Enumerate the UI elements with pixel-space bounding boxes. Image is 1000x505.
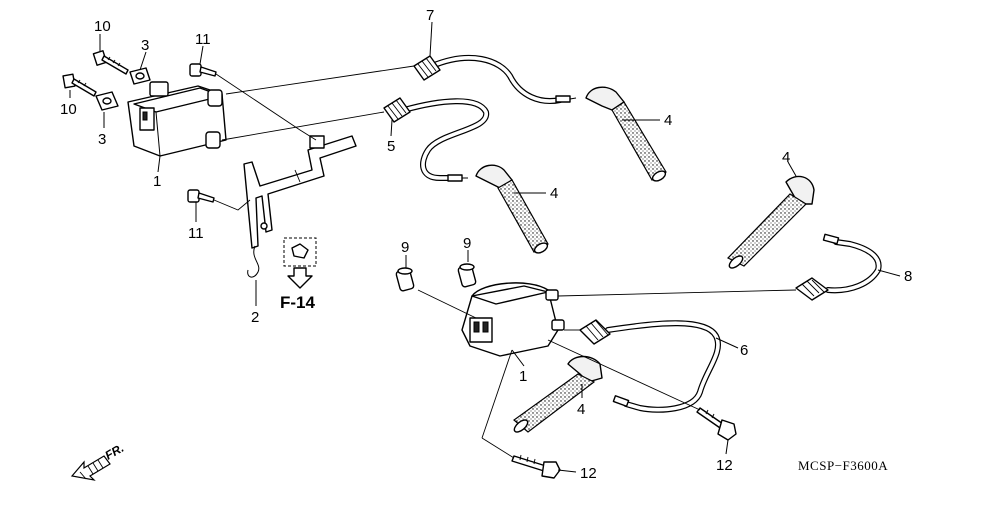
callout-1-lower: 1 — [519, 368, 527, 385]
bracket-2 — [243, 135, 357, 278]
callout-8: 8 — [904, 268, 912, 285]
callout-4-upper-mid: 4 — [550, 185, 558, 202]
high-tension-cord-5 — [383, 97, 490, 182]
callout-1-upper: 1 — [153, 173, 161, 190]
callout-3-lower: 3 — [98, 131, 106, 148]
collar-9-left — [395, 267, 415, 292]
callout-12-right: 12 — [716, 457, 733, 474]
callout-4-lower: 4 — [577, 401, 585, 418]
reference-page-label: F-14 — [280, 293, 316, 312]
callout-11-lower: 11 — [188, 225, 204, 242]
leader-lines — [69, 21, 901, 473]
callout-3-upper: 3 — [141, 37, 149, 54]
callout-6: 6 — [740, 342, 748, 359]
callout-7: 7 — [426, 7, 434, 24]
high-tension-cord-8 — [795, 233, 882, 301]
diagram-code: MCSP−F3600A — [798, 458, 888, 473]
callout-2: 2 — [251, 309, 259, 326]
high-tension-cord-7 — [413, 55, 577, 104]
collar-9-right — [457, 263, 477, 288]
bolt-10-upper — [92, 50, 129, 75]
bolt-12-right — [696, 407, 737, 441]
callout-4-right: 4 — [782, 149, 790, 166]
plug-cap-4-upper-mid — [475, 164, 549, 254]
callout-10-lower: 10 — [60, 101, 77, 118]
callout-12-left: 12 — [580, 465, 597, 482]
bolt-11-lower — [187, 189, 215, 203]
plug-cap-4-lower — [513, 355, 603, 433]
callout-9-right: 9 — [463, 235, 471, 252]
front-direction-arrow — [70, 455, 111, 481]
callout-9-left: 9 — [401, 239, 409, 256]
collar-3-upper — [129, 67, 151, 85]
high-tension-cord-6 — [579, 319, 721, 413]
bolt-10-lower — [62, 73, 97, 97]
plug-cap-4-right — [726, 175, 815, 269]
callout-11-upper: 11 — [195, 31, 211, 48]
callout-10-upper: 10 — [94, 18, 111, 35]
ignition-coil-lower — [461, 282, 565, 357]
clip-f14-symbol — [283, 237, 317, 289]
collar-3-lower — [95, 91, 119, 111]
bolt-12-left — [511, 454, 561, 479]
ignition-coil-upper — [127, 81, 227, 157]
callout-5: 5 — [387, 138, 395, 155]
callout-4-upper-right: 4 — [664, 112, 672, 129]
plug-cap-4-upper-right — [585, 86, 667, 182]
bolt-11-upper — [189, 63, 217, 77]
